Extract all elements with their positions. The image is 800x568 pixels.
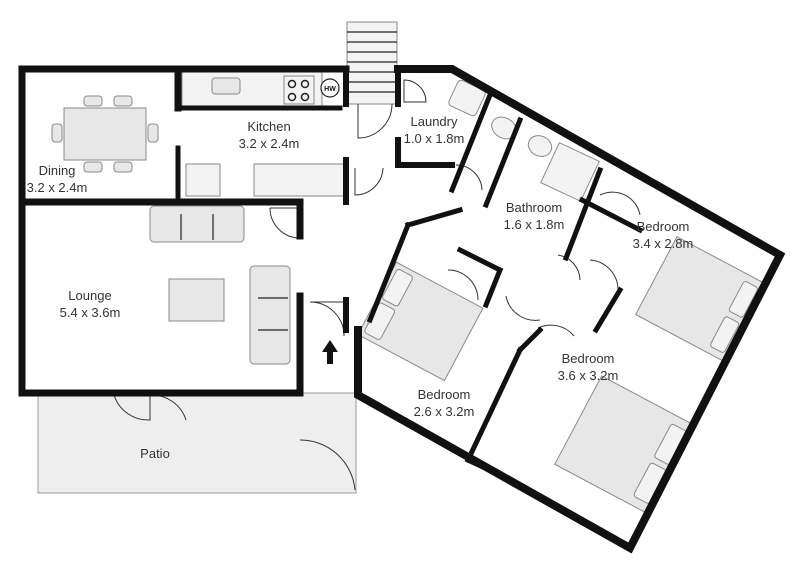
hot-water-label: HW [324,86,336,93]
wet-area-fixtures [448,79,600,202]
bedroom-se-name: Bedroom [562,351,615,366]
bedroom-ne-size: 3.4 x 2.8m [633,236,694,251]
bathroom-name: Bathroom [506,200,562,215]
lounge-name: Lounge [68,288,111,303]
bedroom-ne-name: Bedroom [637,219,690,234]
hot-water-icon [320,78,340,98]
entry-stairs [346,21,398,105]
kitchen-size: 3.2 x 2.4m [239,136,300,151]
bed-ne [634,236,766,363]
kitchen-fixtures: HW [181,71,347,197]
patio-area [37,392,357,494]
bedroom-s-name: Bedroom [418,387,471,402]
bed-se [554,375,696,515]
bathroom-size: 1.6 x 1.8m [504,217,565,232]
up-arrow-icon [322,340,338,364]
laundry-size: 1.0 x 1.8m [404,131,465,146]
dining-size: 3.2 x 2.4m [27,180,88,195]
lounge-furniture [149,205,291,365]
patio-name: Patio [140,446,170,461]
laundry-name: Laundry [411,114,458,129]
walls [18,65,786,554]
bed-s [357,261,484,382]
dining-table-set [51,95,159,173]
dining-name: Dining [39,163,76,178]
bedroom-s-size: 2.6 x 3.2m [414,404,475,419]
bedroom-se-size: 3.6 x 3.2m [558,368,619,383]
lounge-size: 5.4 x 3.6m [60,305,121,320]
kitchen-name: Kitchen [247,119,290,134]
